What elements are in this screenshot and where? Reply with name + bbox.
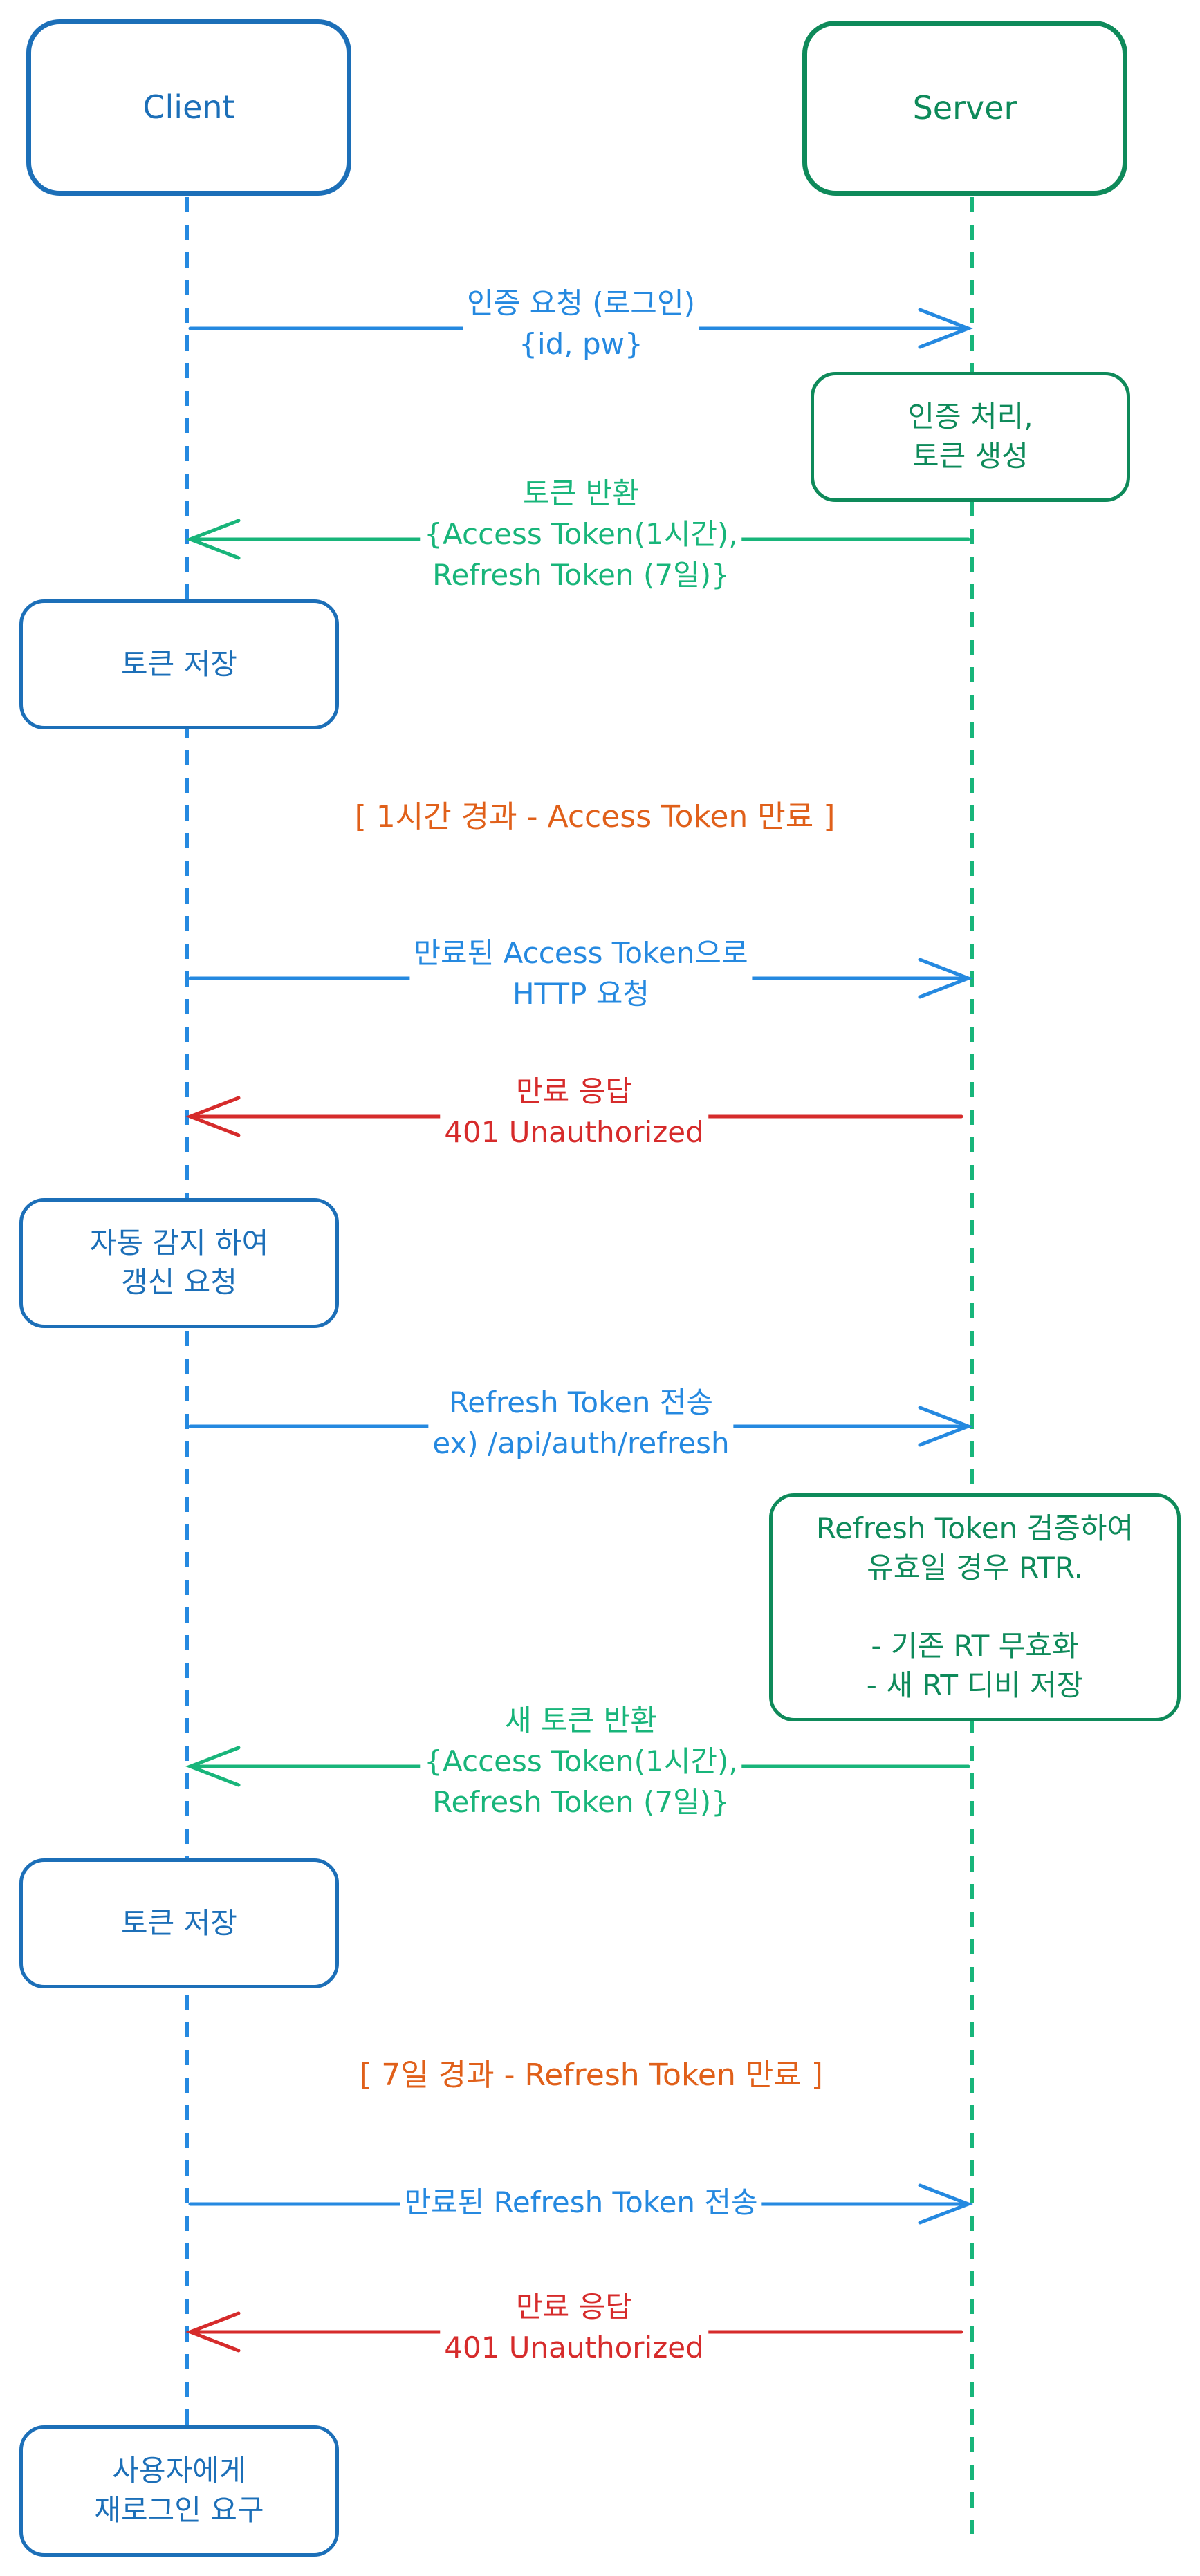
client-refresh-note: 자동 감지 하여 갱신 요청: [19, 1198, 339, 1328]
message-new-token-return: 새 토큰 반환 {Access Token(1시간), Refresh Toke…: [420, 1701, 742, 1823]
message-expired-access-request: 만료된 Access Token으로 HTTP 요청: [409, 933, 753, 1015]
client-relogin-note: 사용자에게 재로그인 요구: [19, 2425, 339, 2557]
client-label: Client: [142, 88, 235, 127]
client-store-note-2: 토큰 저장: [19, 1858, 339, 1988]
message-401-1: 만료 응답 401 Unauthorized: [440, 1072, 708, 1153]
server-actor: Server: [802, 21, 1127, 196]
server-auth-note: 인증 처리, 토큰 생성: [811, 372, 1130, 502]
client-store-note-1: 토큰 저장: [19, 599, 339, 729]
message-login-request: 인증 요청 (로그인) {id, pw}: [463, 283, 699, 365]
phase-access-expired: [ 1시간 경과 - Access Token 만료 ]: [354, 799, 836, 834]
server-rtr-note: Refresh Token 검증하여 유효일 경우 RTR. - 기존 RT 무…: [769, 1493, 1181, 1721]
message-token-return: 토큰 반환 {Access Token(1시간), Refresh Token …: [420, 474, 742, 596]
client-actor: Client: [26, 19, 351, 196]
server-label: Server: [912, 89, 1017, 127]
message-refresh-token-send: Refresh Token 전송 ex) /api/auth/refresh: [428, 1383, 734, 1464]
message-expired-refresh-send: 만료된 Refresh Token 전송: [400, 2183, 762, 2223]
phase-refresh-expired: [ 7일 경과 - Refresh Token 만료 ]: [360, 2057, 823, 2093]
message-401-2: 만료 응답 401 Unauthorized: [440, 2287, 708, 2369]
